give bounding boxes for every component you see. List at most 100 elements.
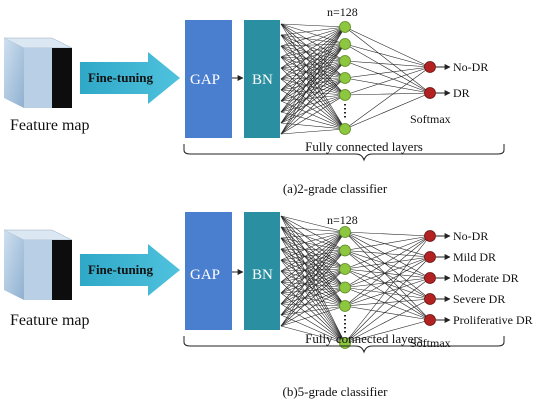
connection-line [344,256,431,307]
connection-line [280,45,346,96]
hidden-neuron [339,123,351,135]
connection-line [280,77,346,113]
connection-line [344,235,431,270]
hidden-neuron [339,281,351,294]
connection-line [280,248,346,270]
bn-label: BN [252,72,273,88]
panel-caption: (b)5-grade classifier [282,384,388,399]
connection-line [344,277,431,288]
hidden-neuron [339,21,351,33]
connection-line [280,77,346,80]
hidden-layer-five-grade [339,226,351,349]
connection-line [280,43,346,91]
connection-line [280,67,346,79]
connection-line [280,111,346,130]
hidden-neuron [339,55,351,67]
connection-line [344,231,431,279]
connection-line [280,94,346,113]
connection-line [344,305,431,321]
connection-line [280,89,346,96]
fine-tuning-label: Fine-tuning [88,70,154,85]
connection-line [280,268,346,294]
connection-line [344,250,431,300]
connection-line [280,23,346,28]
connection-line [344,231,431,321]
connection-line [344,250,431,279]
connection-line [344,231,431,258]
connection-line [280,23,346,45]
connection-line [280,231,346,261]
connection-line [344,235,431,307]
output-class-label: No-DR [453,60,488,74]
output-class-label: Proliferative DR [453,313,533,327]
connection-line [280,89,346,130]
connection-line [280,231,346,272]
connection-line [280,100,346,130]
connection-line [280,43,346,102]
hidden-neuron [339,38,351,50]
connection-line [280,60,346,135]
gap-block [185,212,232,330]
connection-line [280,226,346,270]
connection-line [344,66,431,130]
fine-tuning-arrow [80,244,180,296]
connection-line [280,43,346,58]
connection-line [280,250,346,261]
bn-block [244,20,280,138]
connection-line [344,287,431,321]
connection-line [280,231,346,250]
connection-line [280,26,346,36]
neuron-count-label: n=128 [327,5,358,19]
connection-line [280,325,346,344]
feature-map-label: Feature map [10,117,90,134]
connection-line [344,92,431,96]
connection-line [280,26,346,58]
connection-line [344,66,431,79]
connection-line [280,268,346,305]
connection-line [280,226,346,251]
connection-line [280,248,346,251]
connection-line [280,67,346,96]
connection-line [280,250,346,272]
connection-line [280,43,346,69]
connection-line [280,94,346,135]
connection-line [344,66,431,96]
connection-line [280,94,346,102]
connection-line [344,319,431,344]
connection-line [280,43,346,80]
connection-line [280,60,346,113]
connection-line [280,250,346,327]
connection-line [280,231,346,283]
connection-line [280,250,346,294]
connection-line [280,215,346,233]
output-neuron [424,61,436,73]
connection-line [280,94,346,124]
connection-line [280,77,346,91]
connection-line [344,277,431,307]
connection-line [280,231,346,239]
connection-line [344,43,431,68]
fine-tuning-label: Fine-tuning [88,262,154,277]
connection-line [344,26,431,68]
output-neuron [424,251,436,263]
connection-line [280,250,346,283]
connection-line [344,231,431,300]
connection-line [280,56,346,96]
connection-line [280,60,346,80]
connection-line [280,43,346,124]
hidden-layer-two-grade [339,21,351,135]
connection-line [280,231,346,305]
output-class-label: Moderate DR [453,271,519,285]
connection-line [344,256,431,270]
connection-line [344,256,431,344]
connection-line [344,268,431,321]
neuron-count-label: n=128 [327,213,358,227]
connection-line [280,45,346,130]
hidden-neuron [339,226,351,238]
connection-line [280,128,346,135]
connection-line [280,26,346,124]
connection-line [280,77,346,124]
gap-block [185,20,232,138]
hidden-neuron [339,72,351,84]
